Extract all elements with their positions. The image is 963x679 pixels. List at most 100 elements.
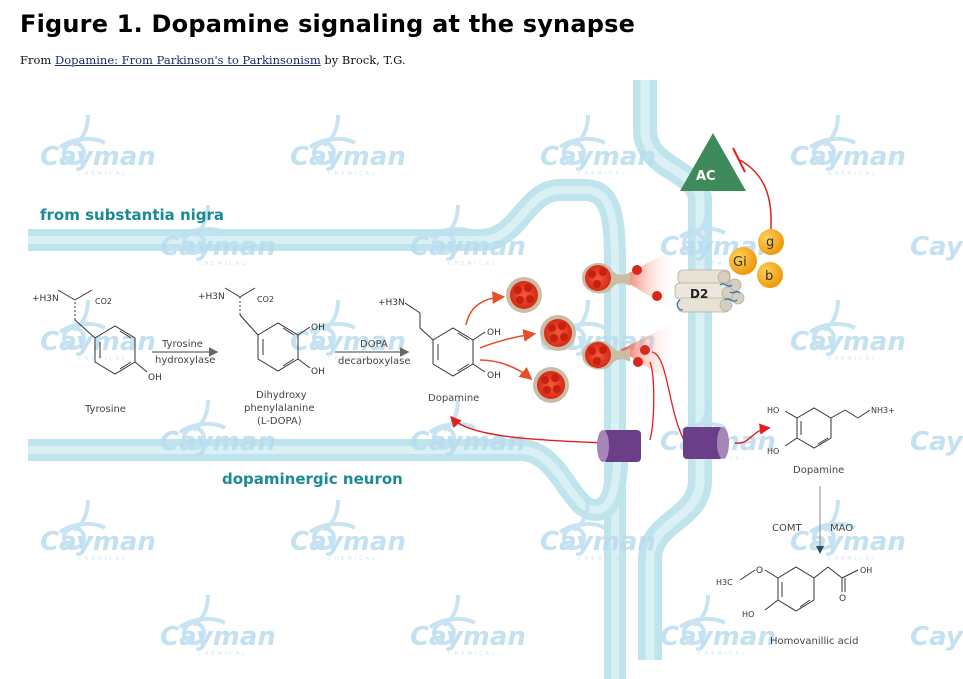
hva-oh: OH	[860, 566, 872, 575]
enzyme-dopa-decarboxylase-2: decarboxylase	[338, 356, 411, 367]
label-substantia-nigra: from substantia nigra	[40, 206, 224, 224]
tyrosine-label: Tyrosine	[84, 404, 126, 415]
text-label: CHEMICAL	[328, 556, 378, 562]
b-subunit	[757, 262, 783, 288]
vesicle	[533, 367, 569, 403]
ldopa-label-2: phenylalanine	[244, 403, 315, 414]
dopamine-molecule	[640, 345, 650, 355]
reuptake-line-1	[649, 361, 655, 441]
text-label: CHEMICAL	[698, 456, 748, 462]
text-label: CHEMICAL	[328, 171, 378, 177]
postsynaptic-neuron	[633, 80, 712, 660]
text-label: CHEMICAL	[78, 556, 128, 562]
enzyme-comt: COMT	[772, 523, 802, 534]
text-label: CHEMICAL	[828, 356, 878, 362]
dopamine-right-ho2: HO	[767, 447, 779, 456]
text-label: CHEMICAL	[578, 171, 628, 177]
label-dopaminergic-neuron: dopaminergic neuron	[222, 470, 403, 488]
packaging-arrow-2	[479, 329, 537, 349]
hva-structure	[739, 566, 859, 612]
text-label: Cayman	[290, 527, 406, 557]
inhibition-bar	[732, 147, 746, 173]
dopamine-structure	[404, 302, 486, 377]
text-label: CHEMICAL	[698, 261, 748, 267]
dopamine-transporter-2	[683, 427, 729, 459]
subtitle-prefix: From	[20, 53, 55, 67]
text-label: Cayman	[660, 622, 776, 652]
watermark-partial: Cayman	[910, 622, 963, 652]
reuptake-line-2	[651, 351, 685, 441]
packaging-arrow-3	[479, 359, 533, 381]
dopamine-oh2: OH	[487, 371, 501, 381]
dopamine-molecule	[652, 291, 662, 301]
text-label: Cayman	[160, 427, 276, 457]
text-label: CHEMICAL	[698, 651, 748, 657]
text-label: Cayman	[40, 327, 156, 357]
ldopa-structure	[224, 287, 311, 372]
g-subunit	[758, 229, 784, 255]
tyrosine-structure	[57, 289, 148, 375]
hva-carbonyl-o: O	[839, 594, 846, 604]
text-label: CHEMICAL	[78, 171, 128, 177]
text-label: CHEMICAL	[828, 556, 878, 562]
watermark-partial: Cayman	[910, 232, 963, 262]
gi-subunit	[729, 247, 757, 275]
text-label: CHEMICAL	[448, 651, 498, 657]
hva-label: Homovanillic acid	[770, 636, 858, 647]
text-label: g	[766, 235, 774, 250]
text-label: Cayman	[790, 527, 906, 557]
text-label: CHEMICAL	[198, 651, 248, 657]
figure-subtitle: From Dopamine: From Parkinson's to Parki…	[20, 53, 406, 67]
dopamine-right-structure	[784, 407, 871, 449]
enzyme-tyrosine-hydroxylase-2: hydroxylase	[155, 355, 215, 366]
text-label: CHEMICAL	[198, 456, 248, 462]
text-label: Cayman	[540, 142, 656, 172]
dopamine-amine: +H3N	[378, 298, 405, 308]
reuptake-arrow	[450, 415, 606, 444]
source-link[interactable]: Dopamine: From Parkinson's to Parkinsoni…	[54, 53, 321, 67]
text-label: CHEMICAL	[198, 261, 248, 267]
dopamine-right-label: Dopamine	[793, 465, 844, 476]
ldopa-carboxyl: CO2	[257, 295, 274, 304]
fusing-vesicle-1	[582, 263, 630, 294]
text-label: Cayman	[160, 232, 276, 262]
text-label: b	[765, 269, 773, 284]
text-label: Cayman	[660, 232, 776, 262]
text-label: AC	[696, 169, 716, 184]
text-label: Cayman	[790, 327, 906, 357]
tyrosine-carboxyl: CO2	[95, 297, 112, 306]
d2-receptor: D2	[674, 269, 745, 313]
g-protein: Gi g b	[729, 229, 784, 288]
text-label: D2	[690, 287, 708, 301]
dopamine-molecule	[632, 265, 642, 275]
vesicle	[540, 315, 576, 351]
dopamine-right-amine: NH3+	[871, 406, 895, 415]
text-label: Cayman	[410, 622, 526, 652]
efflux-arrow	[734, 423, 771, 444]
dopamine-label: Dopamine	[428, 393, 479, 404]
text-label: Cayman	[540, 527, 656, 557]
enzyme-mao: MAO	[830, 523, 853, 534]
dopamine-right-ho1: HO	[767, 406, 779, 415]
text-label: Cayman	[40, 527, 156, 557]
dopamine-molecule	[633, 357, 643, 367]
ldopa-amine: +H3N	[198, 292, 225, 302]
text-label: Gi	[733, 255, 747, 270]
text-label: CHEMICAL	[328, 356, 378, 362]
